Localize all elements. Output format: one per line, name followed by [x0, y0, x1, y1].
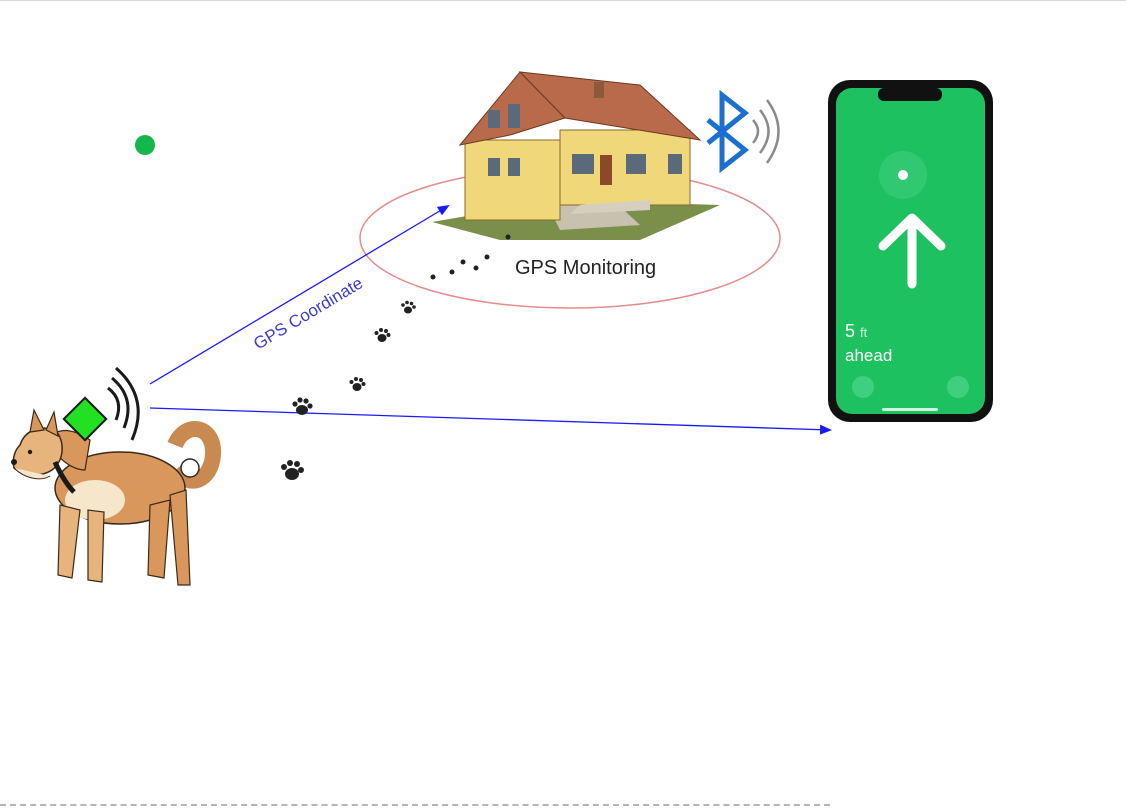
gps-coordinate-arrow [149, 204, 450, 385]
paw-print-icon [401, 300, 416, 314]
up-arrow-icon [878, 213, 946, 289]
dog-icon [11, 408, 221, 586]
house-icon [432, 71, 720, 240]
bottom-dashed-border [0, 804, 830, 806]
trail-dots [430, 234, 511, 280]
phone-distance-unit: ft [860, 325, 868, 340]
paw-print-icon [374, 328, 391, 342]
gps-monitoring-label: GPS Monitoring [515, 257, 656, 279]
bluetooth-icon [706, 89, 780, 174]
paw-print-icon [281, 460, 304, 480]
top-border [0, 0, 1126, 1]
phone-arrow [149, 407, 832, 435]
phone-direction: ahead [845, 346, 892, 365]
gps-tag-icon [62, 396, 108, 442]
paw-print-icon [349, 377, 366, 391]
wireless-signal-icon [107, 366, 140, 441]
smartphone-icon [828, 80, 993, 422]
paw-print-icon [292, 397, 313, 415]
phone-distance-value: 5 [845, 321, 855, 341]
status-dot [135, 135, 155, 155]
